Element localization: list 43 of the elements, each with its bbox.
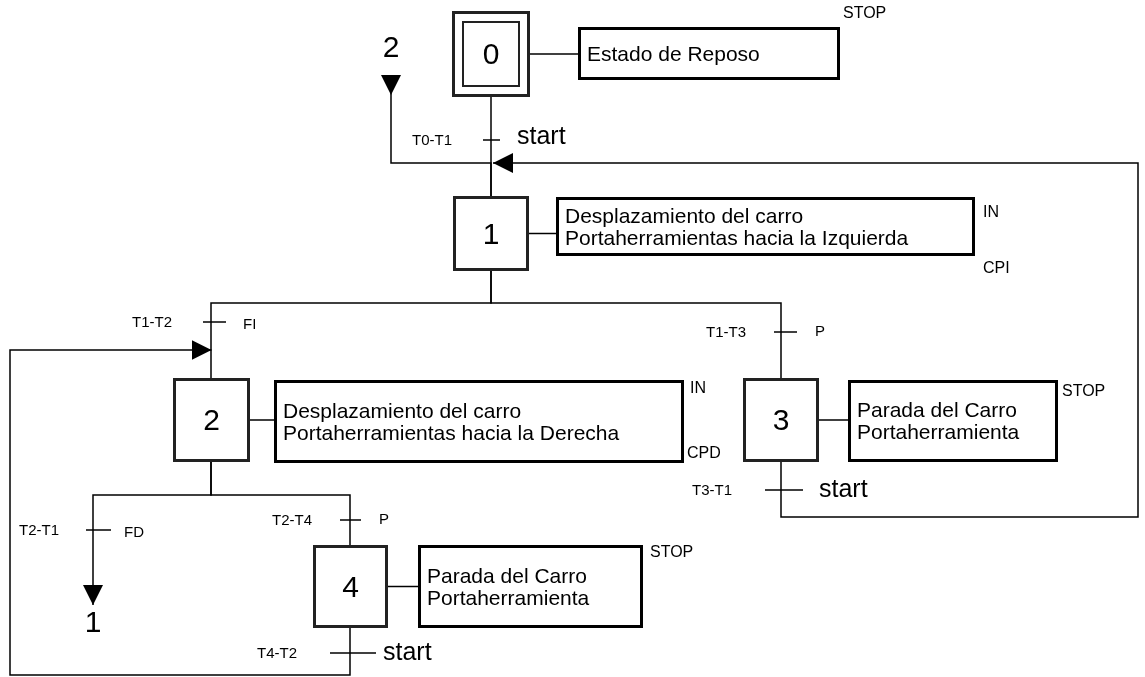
arrow (381, 74, 492, 197)
action-box: Desplazamiento del carro Portaherramientas hacia la Derecha (274, 380, 684, 463)
transition-condition: start (819, 474, 868, 502)
action-qualifier: STOP (1062, 382, 1106, 400)
action-box: Desplazamiento del carro Portaherramientas hacia la Izquierda (556, 197, 975, 256)
action-box: Parada del Carro Portaherramienta (418, 545, 643, 628)
action-box: Estado de Reposo (578, 27, 840, 80)
arrow (9, 340, 351, 676)
transition-label: T1-T2 (132, 313, 172, 331)
transition-condition: start (517, 121, 566, 149)
transition-label: T2-T4 (272, 511, 312, 529)
transition-condition: start (383, 637, 432, 665)
connector-line (490, 270, 782, 379)
connector-line (387, 585, 419, 588)
step-box: 4 (313, 545, 388, 628)
transition-label: T0-T1 (412, 131, 452, 149)
transition-label: FD (124, 523, 144, 541)
transition-label: T4-T2 (257, 644, 297, 662)
transition-label: P (815, 322, 825, 340)
action-qualifier: IN (690, 379, 706, 397)
connector-line (249, 419, 275, 421)
action-box: Parada del Carro Portaherramienta (848, 380, 1058, 462)
step-box: 2 (173, 378, 250, 462)
arrow (492, 153, 1139, 518)
connector-line (818, 419, 849, 421)
action-qualifier: CPI (983, 259, 1010, 277)
jump-label: 2 (376, 30, 406, 75)
transition-label: FI (243, 315, 257, 333)
transition-label: T2-T1 (19, 521, 59, 539)
action-qualifier: CPD (687, 444, 721, 462)
action-qualifier: STOP (650, 543, 694, 561)
initial-step-box: 0 (452, 11, 530, 97)
transition-label: T1-T3 (706, 323, 746, 341)
step-box: 1 (453, 196, 529, 271)
action-qualifier: IN (983, 203, 999, 221)
connector-line (528, 232, 557, 235)
jump-label: 1 (78, 605, 108, 645)
action-qualifier: STOP (843, 4, 887, 22)
connector-line (529, 53, 579, 55)
connector-line (210, 461, 351, 546)
transition-label: P (379, 510, 389, 528)
step-box: 3 (743, 378, 819, 462)
transition-label: T3-T1 (692, 481, 732, 499)
